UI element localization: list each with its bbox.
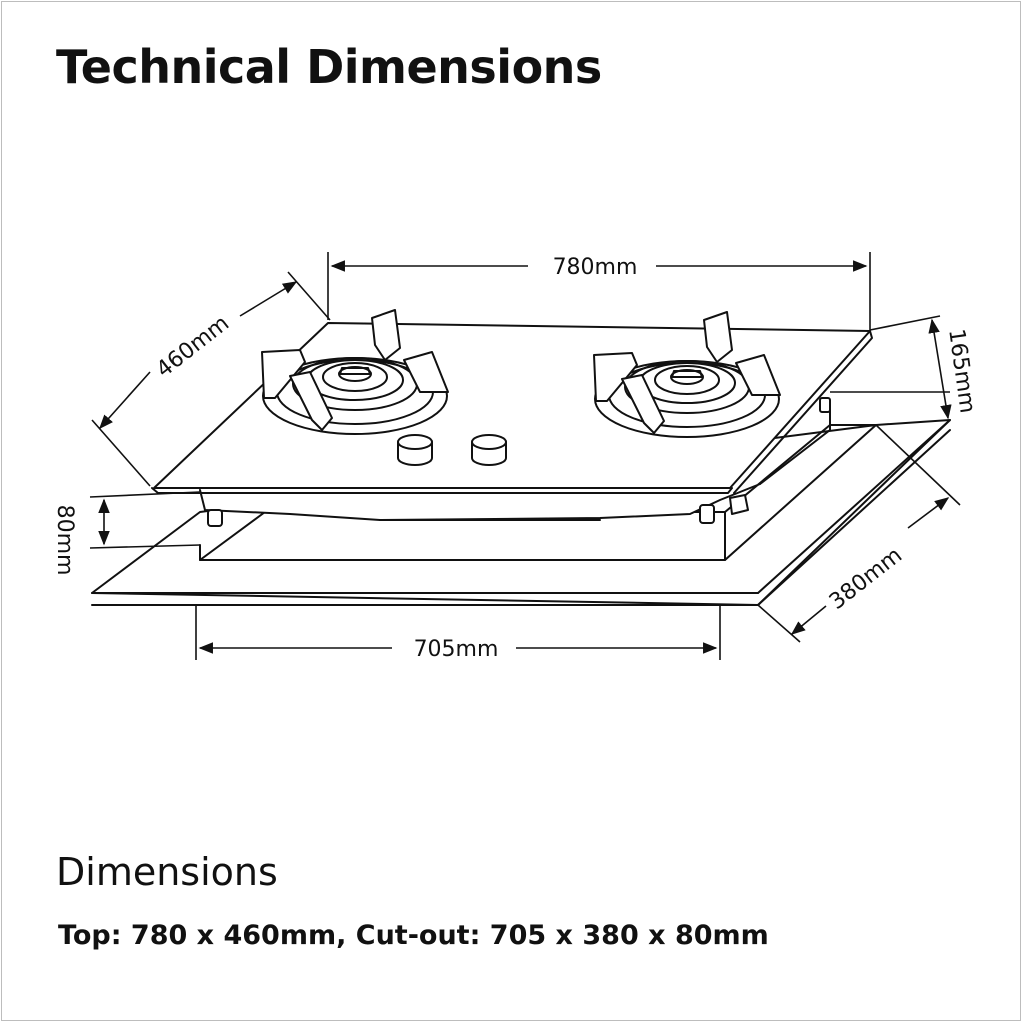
extension-line (89, 544, 201, 549)
right-burner (593, 311, 781, 438)
dim-line-380 (790, 605, 827, 635)
left-burner (261, 309, 449, 435)
dim-label-width: 780mm (553, 255, 638, 280)
dim-label-cutout-depth: 80mm (52, 505, 77, 576)
extension-line (89, 491, 201, 498)
dim-line-460 (99, 371, 151, 430)
dim-line-380 (907, 497, 950, 529)
extension-line (287, 271, 331, 321)
control-knobs (397, 434, 507, 466)
extension-line (875, 424, 961, 506)
extension-line (757, 604, 801, 643)
dim-label-cutout-length: 380mm (825, 543, 907, 615)
page-title: Technical Dimensions (56, 40, 602, 94)
dim-line-165 (928, 318, 952, 420)
dim-label-cutout-width: 705mm (414, 637, 499, 662)
dim-label-height: 165mm (943, 327, 980, 415)
dim-line-460 (239, 281, 298, 317)
dim-label-depth: 460mm (152, 311, 234, 383)
extension-line (869, 315, 941, 331)
dimensions-heading: Dimensions (56, 850, 278, 894)
extension-line (91, 419, 151, 487)
dimensions-summary: Top: 780 x 460mm, Cut-out: 705 x 380 x 8… (58, 920, 769, 951)
